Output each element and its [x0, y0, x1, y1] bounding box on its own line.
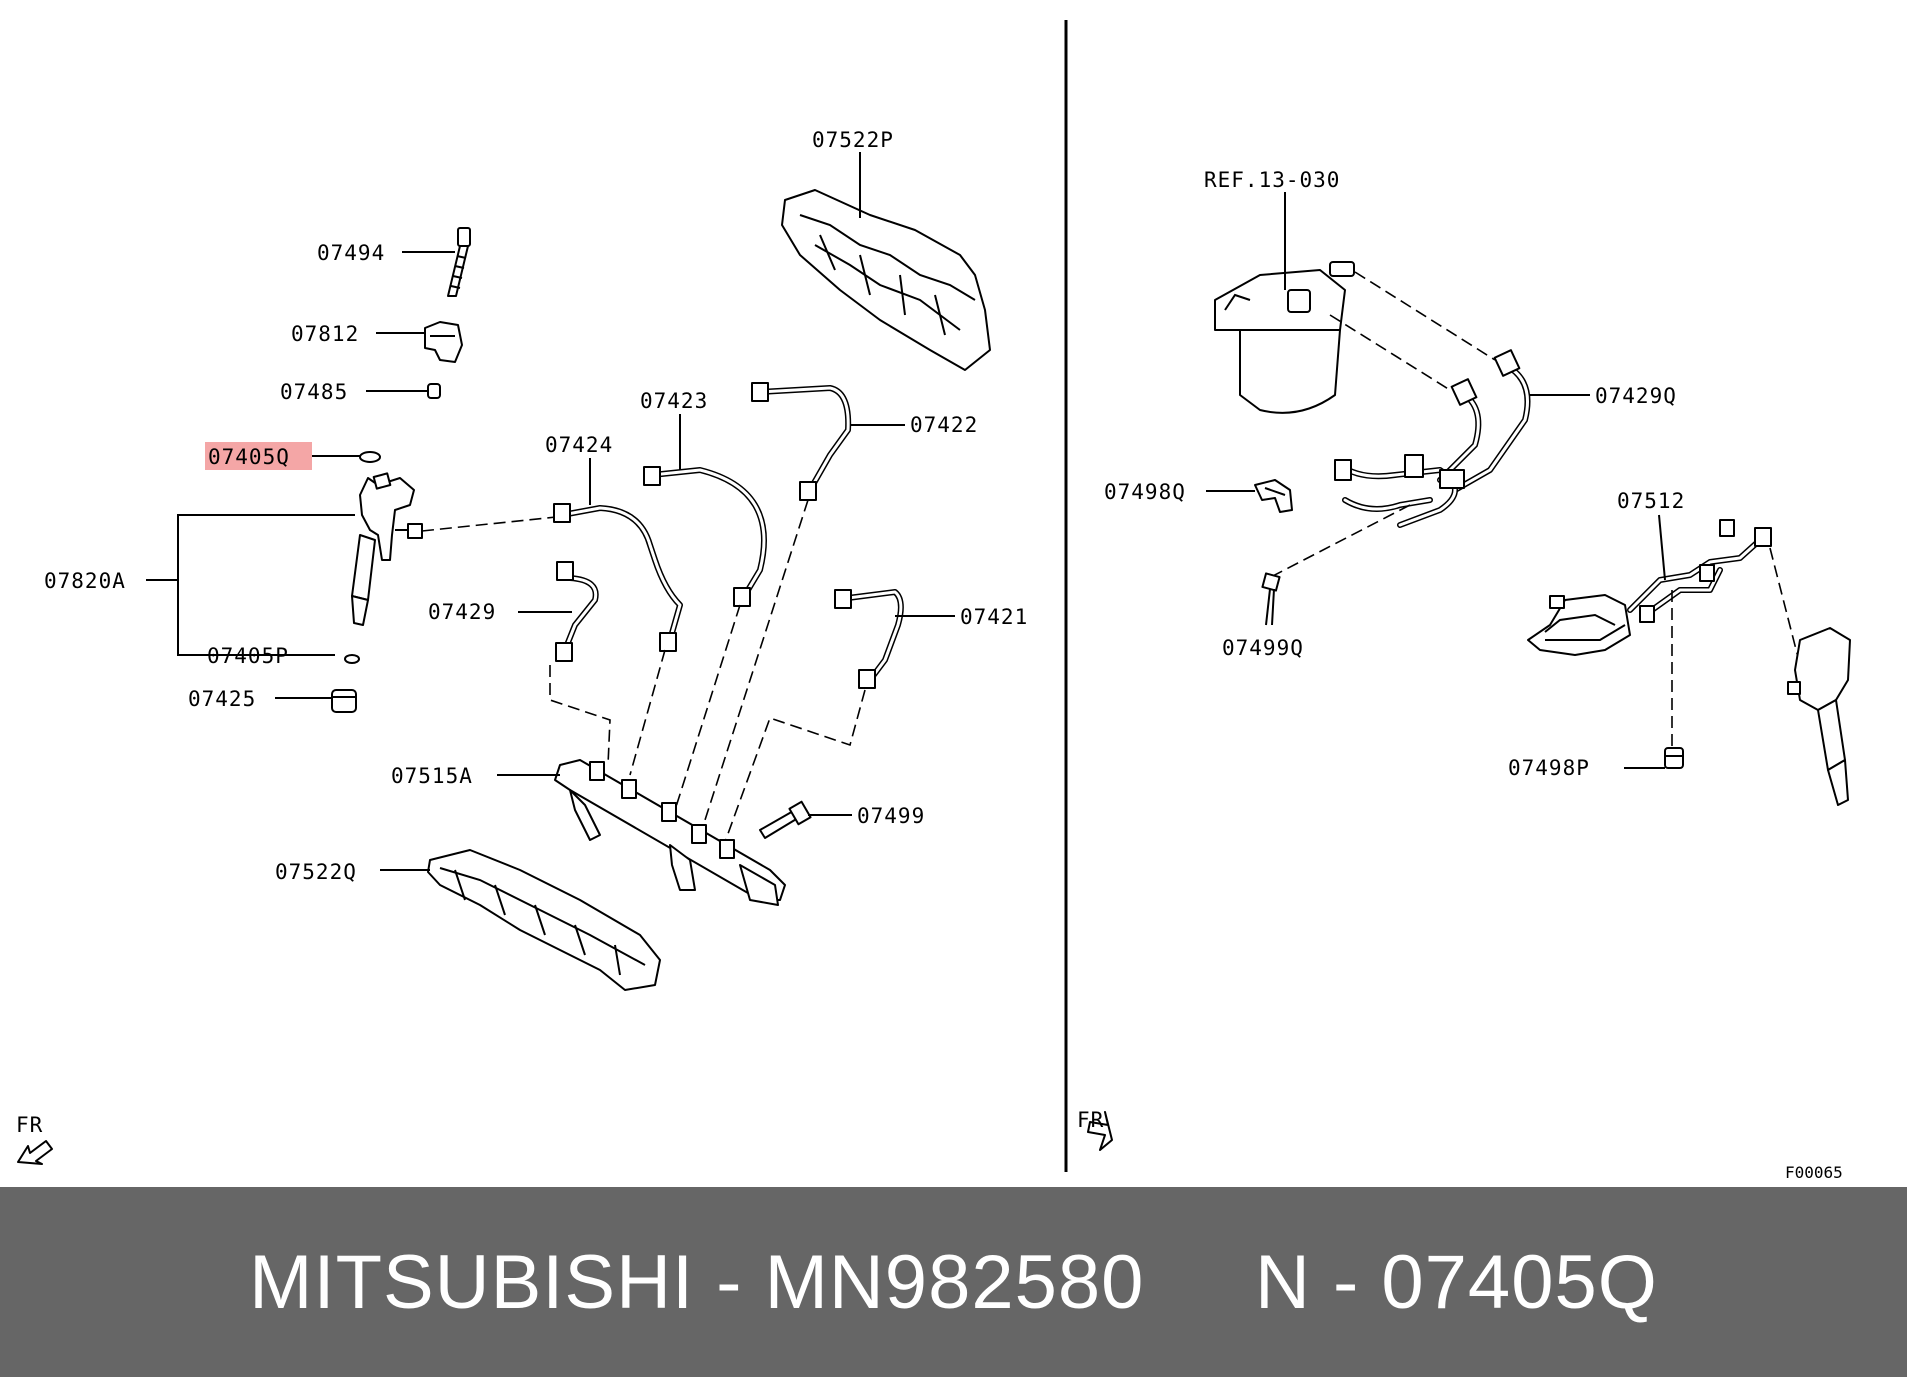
pipe-07421-icon [834, 589, 904, 689]
footer-banner: MITSUBISHI - MN982580 N - 07405Q [0, 1187, 1907, 1377]
parts-diagram: 07522P 07494 07812 07485 07405Q 07423 07… [16, 20, 1851, 1182]
injector-right-icon [1787, 627, 1851, 806]
label-07405P: 07405P [207, 644, 289, 668]
o-ring-icon [359, 451, 381, 463]
label-07429: 07429 [428, 600, 496, 624]
label-07421: 07421 [960, 605, 1028, 629]
washer-icon [331, 689, 357, 713]
pipe-07429Q-icon [1437, 349, 1531, 493]
label-07498Q: 07498Q [1104, 480, 1186, 504]
seal-icon [344, 654, 360, 664]
rail-bolt-icon [759, 800, 812, 839]
fr-arrow-right-icon [1087, 1111, 1113, 1151]
pipe-07424-icon [553, 503, 683, 652]
label-07422: 07422 [910, 413, 978, 437]
label-07425: 07425 [188, 687, 256, 711]
clamp-icon [424, 321, 463, 363]
injector-icon [351, 472, 423, 626]
label-07512: 07512 [1617, 489, 1685, 513]
label-07812: 07812 [291, 322, 359, 346]
fr-label-left: FR [16, 1113, 43, 1137]
pipe-07423-icon [643, 466, 767, 607]
plug-07498P-icon [1664, 747, 1684, 769]
pipe-07429-icon [555, 561, 599, 662]
label-07820A: 07820A [44, 569, 126, 593]
label-07429Q: 07429Q [1595, 384, 1677, 408]
connector-07498Q-icon [1254, 479, 1293, 513]
label-07494: 07494 [317, 241, 385, 265]
nut-icon [427, 383, 441, 399]
label-ref-13-030: REF.13-030 [1204, 168, 1340, 192]
label-07405Q: 07405Q [208, 445, 290, 469]
bolt-icon [447, 227, 471, 297]
highlight-07405Q [205, 442, 312, 470]
label-07515A: 07515A [391, 764, 473, 788]
pipe-07512-icon [1527, 519, 1772, 656]
bolt-07499Q-icon [1261, 572, 1281, 626]
label-07424: 07424 [545, 433, 613, 457]
fuel-filter-icon [1214, 261, 1355, 414]
fuel-rail-icon [554, 759, 786, 906]
label-07485: 07485 [280, 380, 348, 404]
diagram-code: F00065 [1785, 1163, 1843, 1182]
pump-assembly-icon [1334, 454, 1465, 528]
label-07499Q: 07499Q [1222, 636, 1304, 660]
pipe-07422-icon [751, 382, 852, 501]
cover-upper-icon [781, 189, 991, 371]
cover-lower-icon [427, 849, 661, 991]
label-07522P: 07522P [812, 128, 894, 152]
label-07498P: 07498P [1508, 756, 1590, 780]
label-07499: 07499 [857, 804, 925, 828]
fr-label-right: FR [1077, 1108, 1104, 1132]
fr-arrow-icon [17, 1140, 53, 1165]
label-07522Q: 07522Q [275, 860, 357, 884]
part-number-caption: MITSUBISHI - MN982580 N - 07405Q [249, 1239, 1658, 1325]
label-07423: 07423 [640, 389, 708, 413]
